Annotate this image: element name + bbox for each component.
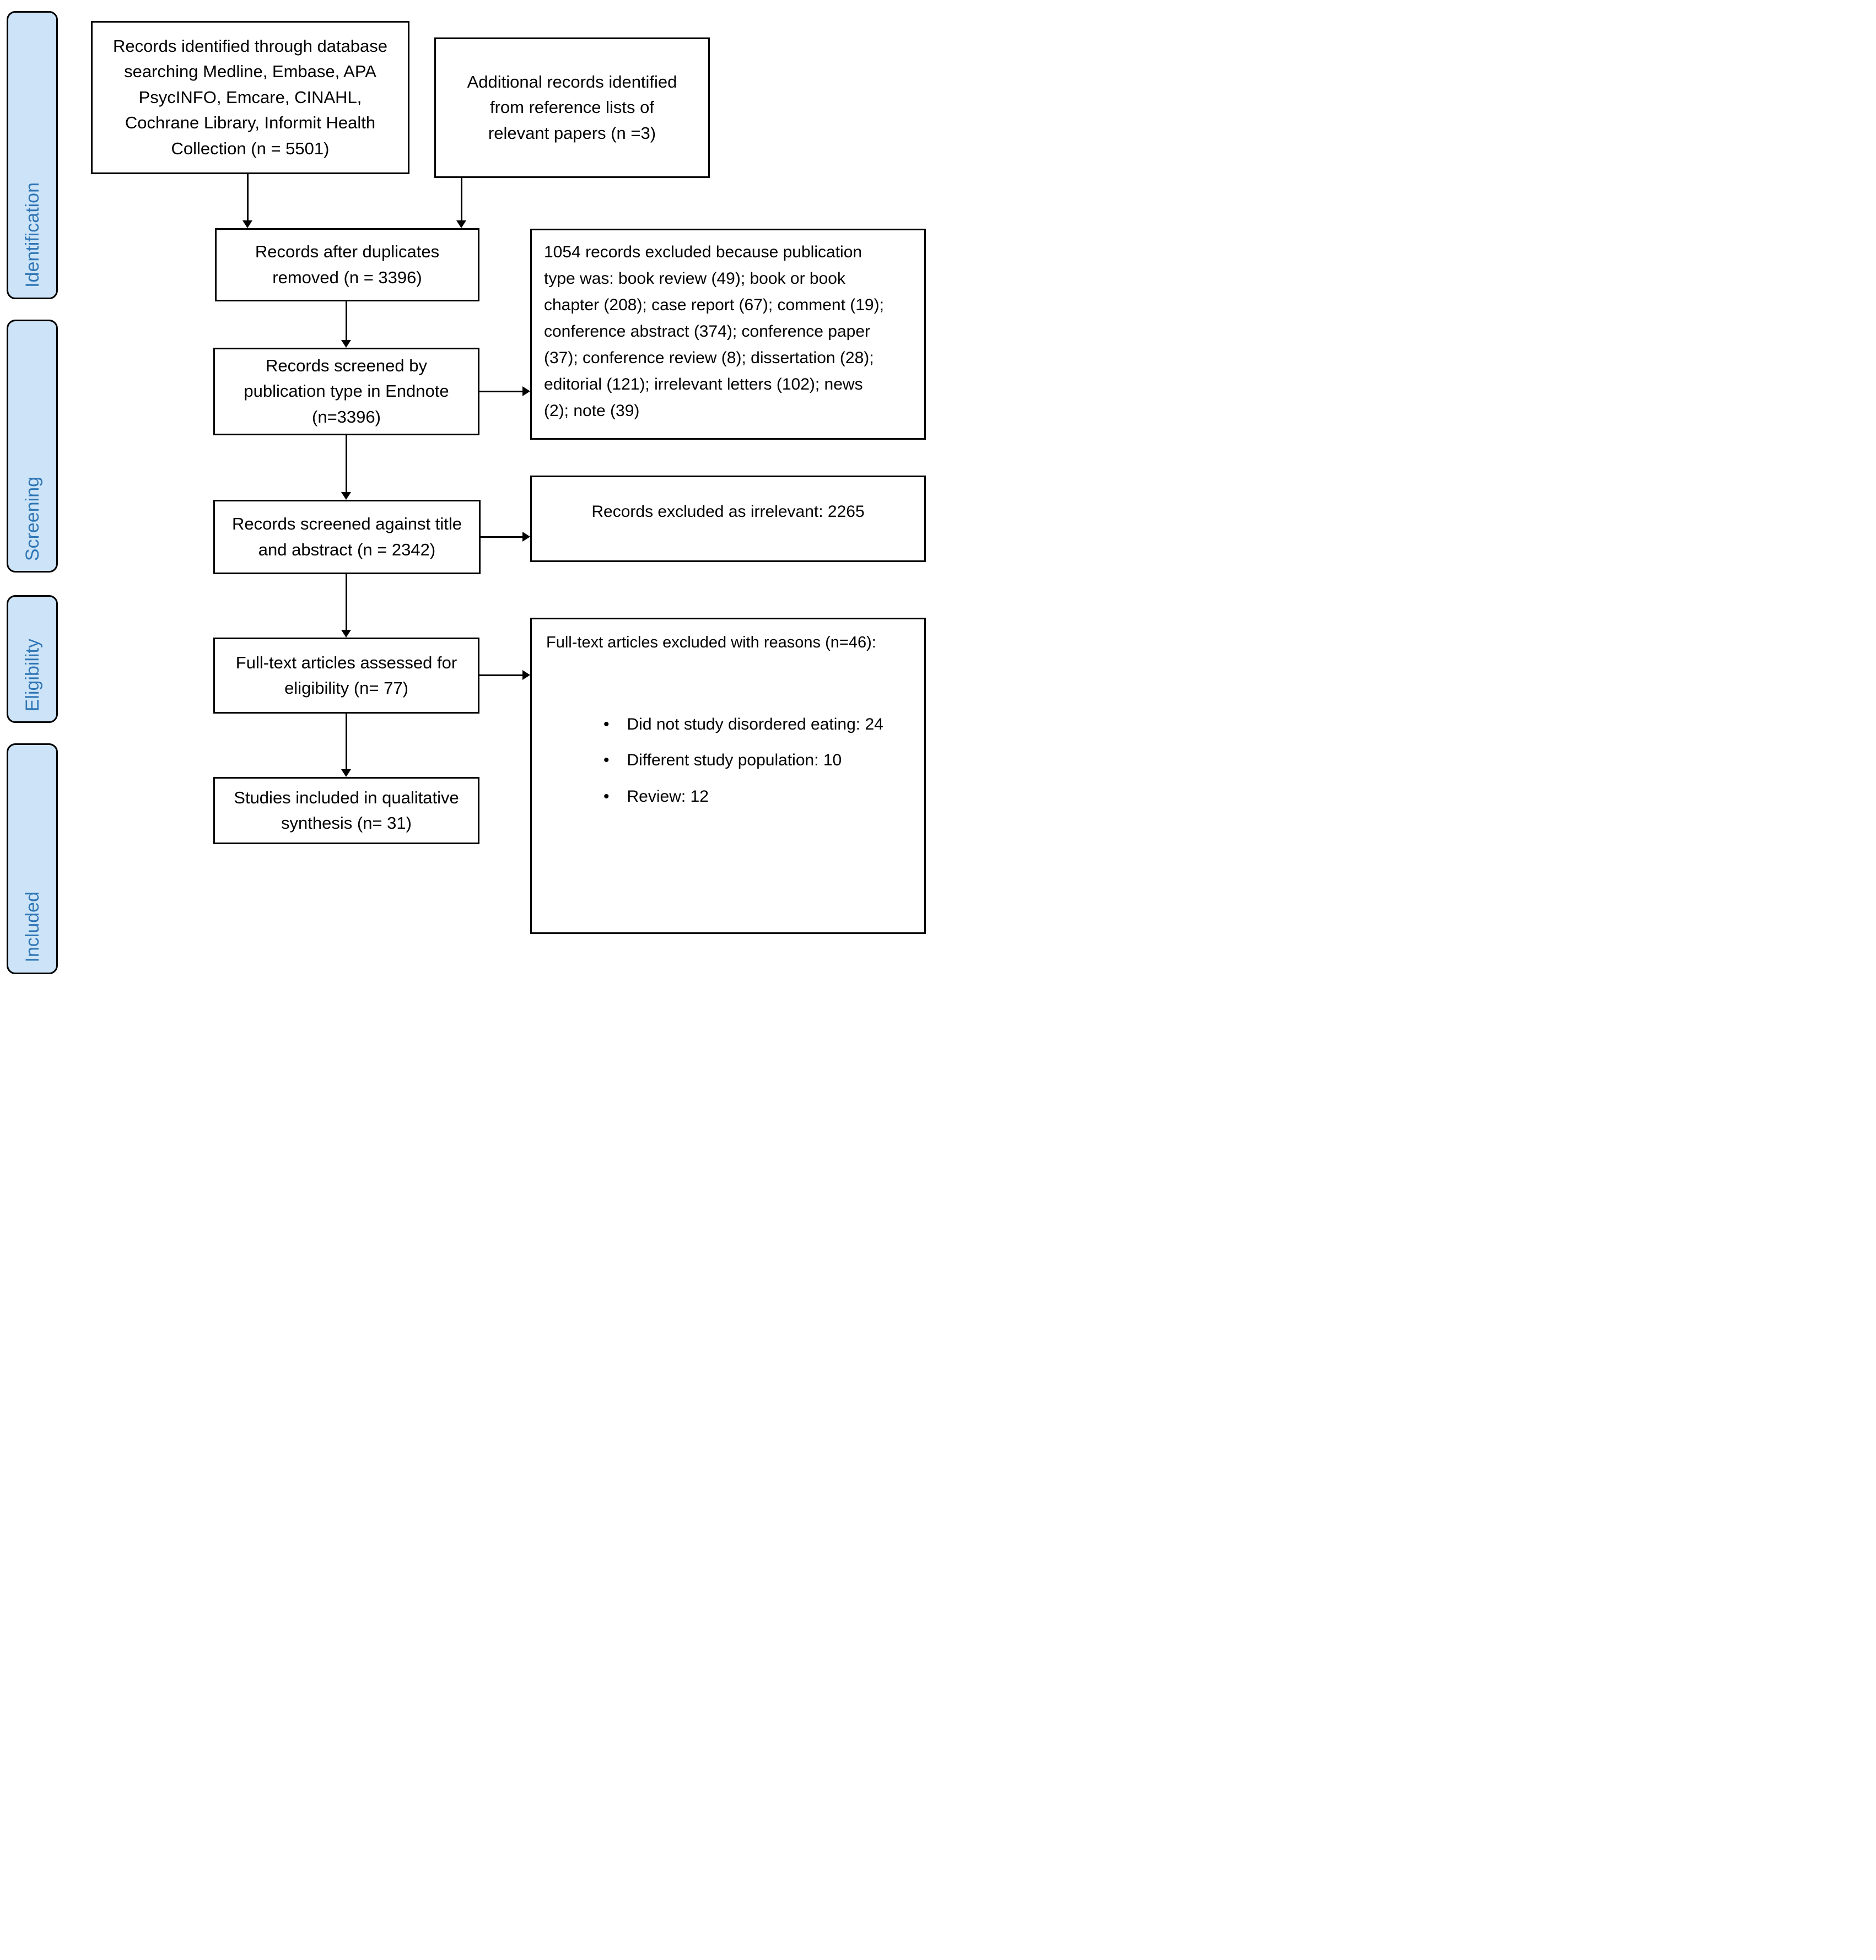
box-records-identified: Records identified through database sear…: [91, 21, 409, 174]
arrow-titleabstract-to-irrelevant-head: [522, 532, 530, 542]
box-screened-publication-type-text: Records screened by publication type in …: [244, 355, 449, 426]
box-excluded-irrelevant: Records excluded as irrelevant: 2265: [530, 476, 926, 562]
bullet-icon: •: [603, 751, 610, 770]
box-included-studies: Studies included in qualitative synthesi…: [213, 777, 479, 844]
stage-identification: Identification: [7, 11, 58, 299]
excluded-reasons-list: • Did not study disordered eating: 24 • …: [546, 712, 910, 809]
arrow-fulltext-to-reasons-line: [479, 674, 522, 676]
box-fulltext-excluded-reasons: Full-text articles excluded with reasons…: [530, 618, 926, 934]
stage-included: Included: [7, 743, 58, 974]
bullet-icon: •: [603, 787, 610, 806]
stage-included-label: Included: [21, 892, 43, 963]
stage-eligibility: Eligibility: [7, 595, 58, 723]
box-screened-publication-type: Records screened by publication type in …: [213, 348, 479, 435]
arrow-duplicates-to-screened-line: [346, 301, 347, 341]
arrow-fulltext-to-included-head: [341, 769, 351, 777]
arrow-titleabstract-to-irrelevant-line: [481, 536, 522, 538]
stage-screening: Screening: [7, 320, 58, 573]
arrow-fulltext-to-reasons-head: [522, 670, 530, 680]
excluded-reason-text: Did not study disordered eating: 24: [627, 715, 883, 733]
arrow-additional-to-duplicates-head: [456, 220, 466, 228]
box-fulltext-assessed-text: Full-text articles assessed for eligibil…: [235, 652, 457, 698]
list-item: • Did not study disordered eating: 24: [603, 712, 910, 737]
box-records-identified-text: Records identified through database sear…: [112, 36, 388, 158]
box-additional-records-text: Additional records identified from refer…: [467, 72, 677, 143]
arrow-db-to-duplicates-head: [242, 220, 252, 228]
list-item: • Different study population: 10: [603, 748, 910, 773]
box-fulltext-assessed: Full-text articles assessed for eligibil…: [213, 638, 479, 714]
box-duplicates-removed-text: Records after duplicates removed (n = 33…: [255, 242, 440, 287]
arrow-titleabstract-to-fulltext-head: [341, 630, 351, 638]
arrow-screened-to-titleabstract-head: [341, 492, 351, 500]
arrow-duplicates-to-screened-head: [341, 340, 351, 348]
excluded-reason-text: Review: 12: [627, 787, 709, 806]
arrow-additional-to-duplicates-line: [461, 178, 462, 222]
bullet-icon: •: [603, 715, 610, 733]
arrow-screened-to-excluded-head: [522, 386, 530, 396]
box-excluded-publication-type: 1054 records excluded because publicatio…: [530, 229, 926, 440]
prisma-flow-diagram: Identification Screening Eligibility Inc…: [0, 0, 938, 980]
excluded-reason-text: Different study population: 10: [627, 751, 842, 770]
arrow-screened-to-excluded-line: [479, 391, 522, 392]
box-excluded-publication-type-text: 1054 records excluded because publicatio…: [544, 243, 884, 420]
arrow-db-to-duplicates-line: [247, 174, 249, 222]
list-item: • Review: 12: [603, 785, 910, 809]
excluded-reasons-title: Full-text articles excluded with reasons…: [546, 634, 876, 651]
stage-identification-label: Identification: [21, 182, 43, 288]
box-excluded-irrelevant-text: Records excluded as irrelevant: 2265: [591, 503, 865, 521]
arrow-fulltext-to-included-line: [346, 714, 347, 770]
box-duplicates-removed: Records after duplicates removed (n = 33…: [215, 228, 479, 301]
arrow-screened-to-titleabstract-line: [346, 435, 347, 493]
stage-eligibility-label: Eligibility: [21, 638, 43, 711]
box-screened-title-abstract-text: Records screened against title and abstr…: [231, 514, 462, 559]
box-screened-title-abstract: Records screened against title and abstr…: [213, 500, 481, 574]
box-additional-records: Additional records identified from refer…: [434, 37, 710, 178]
stage-screening-label: Screening: [21, 476, 43, 561]
box-included-studies-text: Studies included in qualitative synthesi…: [234, 787, 459, 833]
arrow-titleabstract-to-fulltext-line: [346, 574, 347, 631]
